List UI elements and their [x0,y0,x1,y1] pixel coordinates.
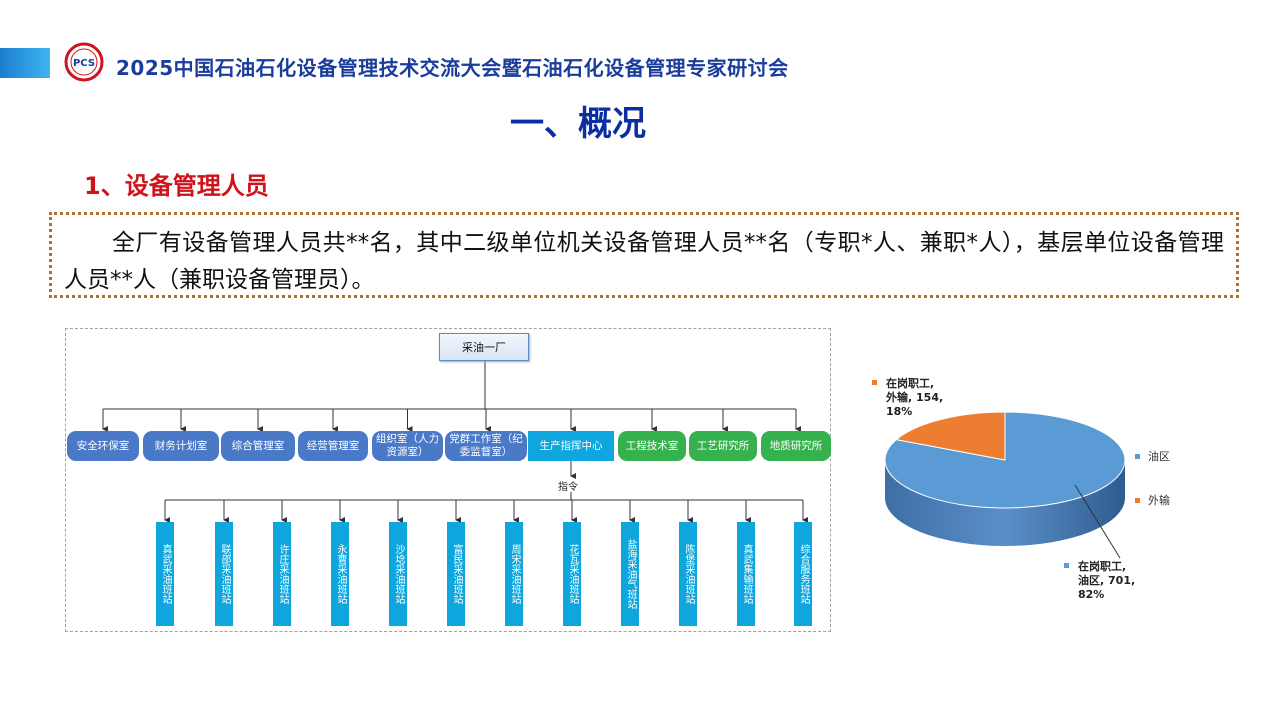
station-node: 联邵采油班站 [215,522,233,626]
pie-label-marker [1064,563,1069,568]
station-node: 周宋采油班站 [505,522,523,626]
station-node: 陈堡采油班站 [679,522,697,626]
pie-data-label-oilfield: 82% [1078,588,1104,601]
logo-text: PCS [73,58,95,69]
department-node: 财务计划室 [143,431,219,461]
pie-data-label-oilfield: 在岗职工, [1078,559,1126,573]
pie-label-marker [872,380,877,385]
pie-data-label-export: 外输, 154, [885,390,943,404]
department-node: 组织室（人力资源室） [372,431,443,461]
org-chart-frame [65,328,831,632]
department-node: 党群工作室（纪委监督室） [445,431,527,461]
department-node: 经营管理室 [298,431,368,461]
station-node: 富民采油班站 [447,522,465,626]
header-accent-bar [0,48,50,78]
summary-note-box: 全厂有设备管理人员共**名，其中二级单位机关设备管理人员**名（专职*人、兼职*… [49,212,1239,298]
station-node: 真武采油班站 [156,522,174,626]
conference-logo-icon: PCS [64,42,104,82]
department-node: 综合管理室 [221,431,295,461]
section-title: 一、概况 [510,104,646,144]
pie-data-label-export: 在岗职工, [886,376,934,390]
department-node: 工程技术室 [618,431,686,461]
pie-data-label-export: 18% [886,405,912,418]
department-node: 地质研究所 [761,431,831,461]
station-node: 永曹采油班站 [331,522,349,626]
station-node: 沙埝采油班站 [389,522,407,626]
pie-leader-line [1074,484,1121,559]
pie-slice-oilfield [884,411,1126,509]
station-node: 盐海采油气班站 [621,522,639,626]
pie-slice-export [895,411,1006,461]
department-node: 生产指挥中心 [528,431,614,461]
station-node: 真武集输班站 [737,522,755,626]
sub-title: 1、设备管理人员 [84,172,269,200]
summary-note-text: 全厂有设备管理人员共**名，其中二级单位机关设备管理人员**名（专职*人、兼职*… [64,230,1224,293]
conference-title: 2025中国石油石化设备管理技术交流大会暨石油石化设备管理专家研讨会 [116,56,789,80]
pie-data-label-oilfield: 油区, 701, [1078,573,1135,587]
legend-entry: 外输 [1148,493,1170,507]
station-node: 许庄采油班站 [273,522,291,626]
legend-marker [1135,454,1140,459]
legend-entry: 油区 [1148,449,1170,463]
department-node: 安全环保室 [67,431,139,461]
pie-side-wall [885,460,1125,546]
command-label: 指令 [558,482,578,493]
org-root-node: 采油一厂 [439,333,529,361]
station-node: 综合服务班站 [794,522,812,626]
legend-marker [1135,498,1140,503]
station-node: 花瓦采油班站 [563,522,581,626]
department-node: 工艺研究所 [689,431,757,461]
